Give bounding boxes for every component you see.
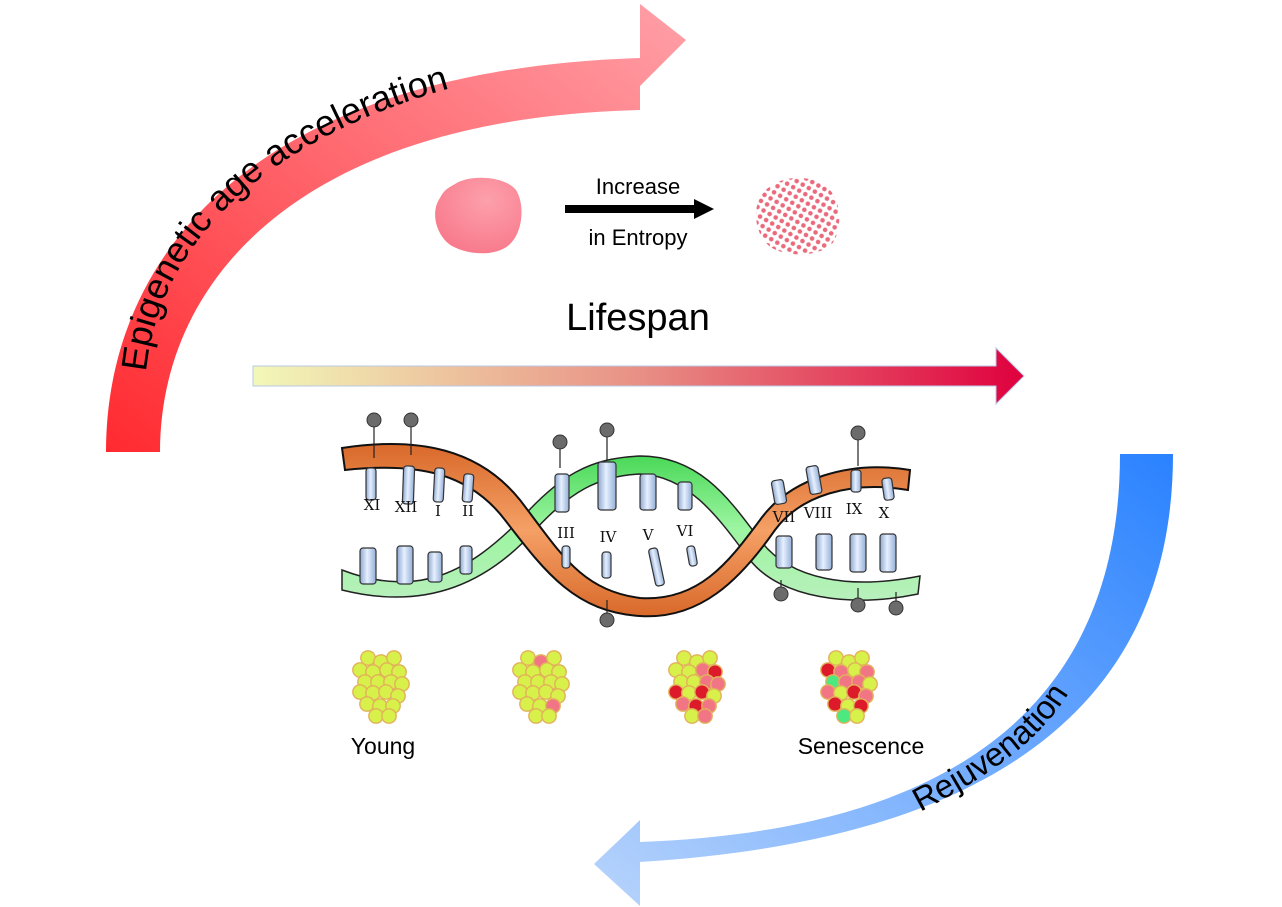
chromosome-label-xi: XI	[364, 496, 381, 514]
chromosome-label-vii: VII	[772, 508, 796, 526]
cell-cluster-early	[512, 650, 570, 724]
dna-base-pair	[677, 481, 693, 511]
cell	[528, 708, 544, 724]
methyl-group	[599, 422, 615, 460]
chromosome-label-v: V	[642, 526, 655, 544]
chromosome-label-ii: II	[462, 502, 474, 520]
dna-base-pair	[396, 545, 414, 585]
dna-base-pair	[561, 545, 571, 569]
cell-cluster-row	[352, 650, 878, 724]
cell	[849, 708, 865, 724]
lifespan-label: Lifespan	[566, 297, 710, 339]
dna-base-pair	[849, 533, 867, 573]
dna-base-pair	[770, 479, 788, 505]
cell	[546, 650, 562, 666]
methyl-group	[366, 412, 382, 458]
cell	[697, 708, 713, 724]
cell-cluster-young	[352, 650, 410, 724]
dna-base-pair	[459, 545, 473, 575]
dna-base-pair	[461, 473, 475, 503]
cell	[854, 650, 870, 666]
chromosome-label-viii: VIII	[803, 504, 833, 522]
cell	[684, 708, 700, 724]
dna-base-pair	[432, 467, 446, 503]
dna-base-pair	[601, 551, 612, 579]
dna-base-pair	[639, 473, 657, 511]
chromosome-label-iii: III	[557, 524, 575, 542]
senescence-label: Senescence	[798, 733, 925, 759]
cell	[381, 708, 397, 724]
chromosome-label-i: I	[435, 502, 441, 520]
dna-strand-orange	[340, 443, 912, 618]
cell	[519, 696, 535, 712]
dna-base-pair	[597, 461, 617, 511]
methyl-group	[552, 434, 568, 468]
methyl-group	[403, 412, 419, 455]
methyl-group	[888, 592, 904, 616]
chromosome-label-xii: XII	[395, 498, 418, 516]
cell	[541, 708, 557, 724]
chromosome-label-x: X	[879, 504, 890, 522]
cell	[386, 650, 402, 666]
red-arc-body	[106, 4, 686, 452]
rejuvenation-label: Rejuvenation	[906, 676, 1075, 818]
methyl-group	[850, 425, 866, 466]
dna-base-pair	[815, 533, 833, 571]
dna-base-pair	[554, 473, 570, 513]
dna-base-pair	[686, 545, 698, 567]
chromosome-label-ix: IX	[846, 500, 863, 518]
cell	[702, 650, 718, 666]
methyl-group	[773, 580, 789, 602]
dna-base-pair	[879, 533, 897, 573]
dna-base-pair	[648, 547, 665, 587]
disordered-cell-blob	[756, 177, 840, 255]
cell	[368, 708, 384, 724]
dna-base-pair	[805, 465, 823, 495]
dna-base-pair	[401, 465, 416, 505]
dna-base-pair	[427, 551, 443, 583]
dna-base-pair	[359, 547, 377, 585]
cell	[827, 696, 843, 712]
cell-cluster-senescence	[820, 650, 878, 724]
entropy-section: Increase in Entropy	[435, 174, 840, 255]
blue-arc-body	[594, 454, 1173, 906]
dna-base-pair	[365, 467, 377, 501]
entropy-arrow-icon	[565, 199, 714, 219]
dna-base-pair	[850, 469, 862, 493]
ordered-cell-blob	[435, 177, 522, 254]
methyl-group	[850, 588, 866, 613]
chromosome-label-vi: VI	[676, 522, 694, 540]
lifespan-arrow-body	[252, 346, 1025, 406]
chromosome-label-iv: IV	[600, 528, 618, 546]
dna-base-pair	[775, 535, 793, 569]
young-label: Young	[351, 733, 415, 759]
cell-cluster-mid	[668, 650, 726, 724]
lifespan-arrow: Lifespan	[252, 297, 1025, 406]
in-entropy-label: in Entropy	[588, 225, 687, 250]
cell	[359, 696, 375, 712]
dna-base-pair	[881, 477, 895, 501]
methyl-group	[599, 600, 615, 628]
cell	[836, 708, 852, 724]
cell	[675, 696, 691, 712]
increase-label: Increase	[596, 174, 680, 199]
